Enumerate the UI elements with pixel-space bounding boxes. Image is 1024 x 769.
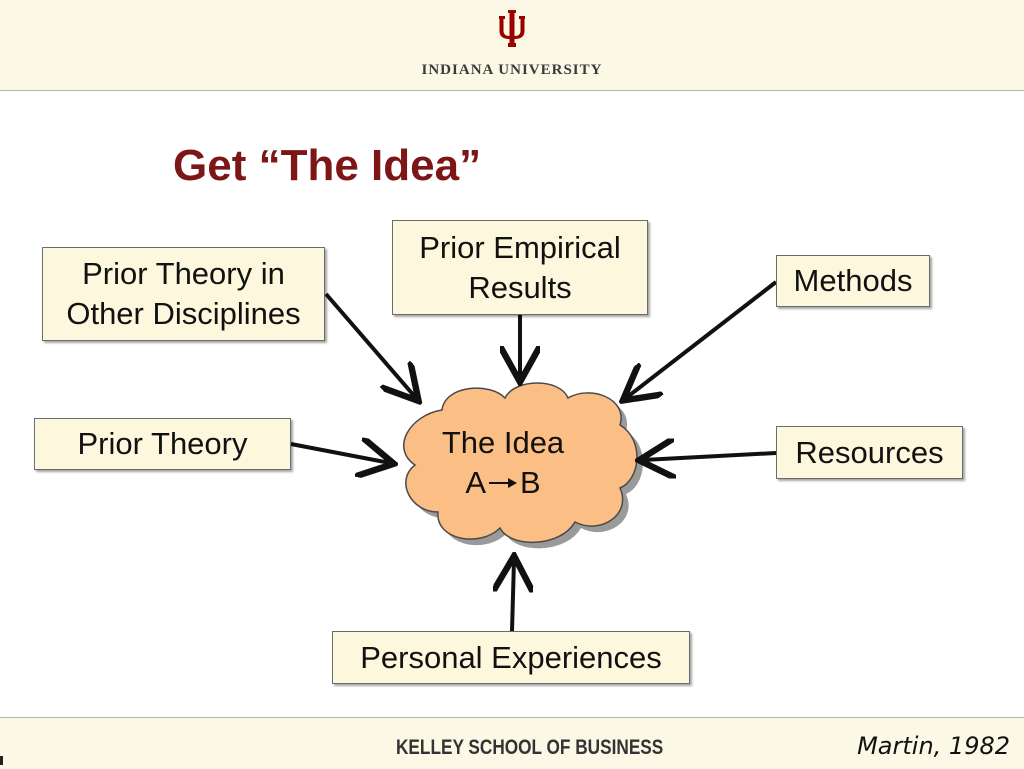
node-personal-experiences: Personal Experiences [332,631,690,684]
citation: Martin, 1982 [857,732,1010,760]
university-name: INDIANA UNIVERSITY [421,62,603,78]
idea-to: B [520,465,541,500]
node-prior-theory: Prior Theory [34,418,291,470]
school-name: KELLEY SCHOOL OF BUSINESS [396,736,664,759]
arrow-prior-theory [290,444,390,463]
arrow-prior-theory-other [324,292,416,398]
right-arrow-icon [489,478,517,488]
node-prior-empirical-results: Prior Empirical Results [392,220,648,315]
idea-title: The Idea [441,425,565,460]
node-resources: Resources [776,426,963,479]
node-prior-theory-other-disciplines: Prior Theory in Other Disciplines [42,247,325,341]
arrow-personal-experiences [512,560,514,632]
iu-trident-logo-icon [499,10,525,47]
arrow-methods [626,280,778,398]
idea-cloud [403,382,638,544]
edge-mark [0,756,3,765]
slide-title: Get “The Idea” [173,141,482,190]
node-methods: Methods [776,255,930,307]
footer-bar: KELLEY SCHOOL OF BUSINESS Martin, 1982 [0,717,1024,769]
idea-from: A [465,465,486,500]
idea-label: The Idea A B [412,423,594,503]
idea-relation: A B [412,463,594,503]
header-bar: INDIANA UNIVERSITY [0,0,1024,91]
arrow-resources [643,453,777,460]
